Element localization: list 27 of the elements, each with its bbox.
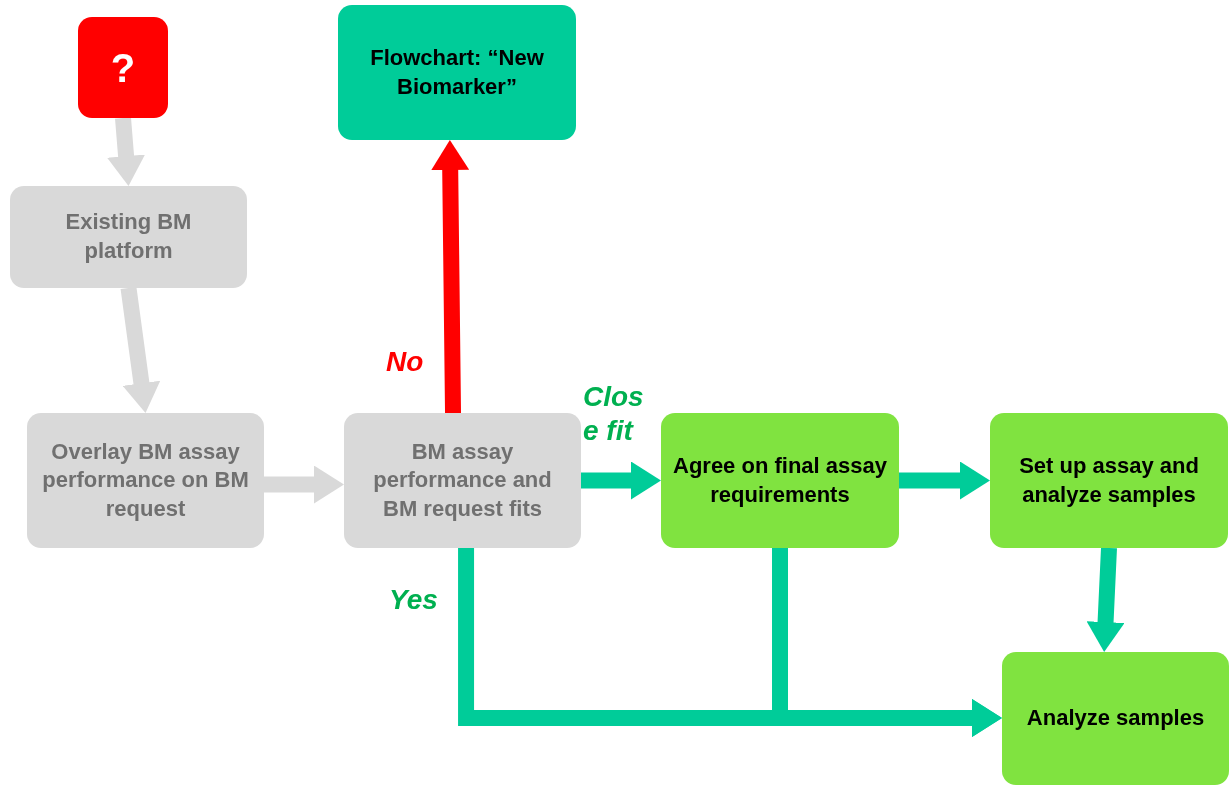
node-text: Existing BM platform (64, 208, 193, 265)
process-box (1002, 652, 1229, 785)
arrow (431, 139, 470, 414)
node-text: Overlay BM assay performance on BM request (41, 437, 250, 523)
edge-label: Close fit (583, 380, 645, 448)
node-text: Analyze samples (1026, 704, 1205, 733)
arrow (107, 117, 145, 187)
arrow (1086, 547, 1125, 653)
process-box (10, 186, 247, 288)
process-box (990, 413, 1228, 548)
arrow (581, 461, 661, 500)
edge-label: Yes (389, 583, 439, 617)
process-box (661, 413, 899, 548)
arrow (899, 461, 990, 500)
edge-label: No (386, 345, 425, 379)
process-box (27, 413, 264, 548)
node-text: Flowchart: “New Biomarker” (369, 43, 545, 101)
node-text: Set up assay and analyze samples (1018, 451, 1200, 509)
decision-box (344, 413, 581, 548)
node-text: ? (110, 44, 136, 92)
arrow (264, 465, 344, 504)
arrow (772, 548, 1002, 737)
node-text: Agree on final assay requirements (672, 451, 888, 509)
node-text: BM assay performance and BM request fits (372, 437, 553, 523)
outcome-box (338, 5, 576, 140)
arrow (120, 286, 161, 415)
question-box (78, 17, 168, 118)
